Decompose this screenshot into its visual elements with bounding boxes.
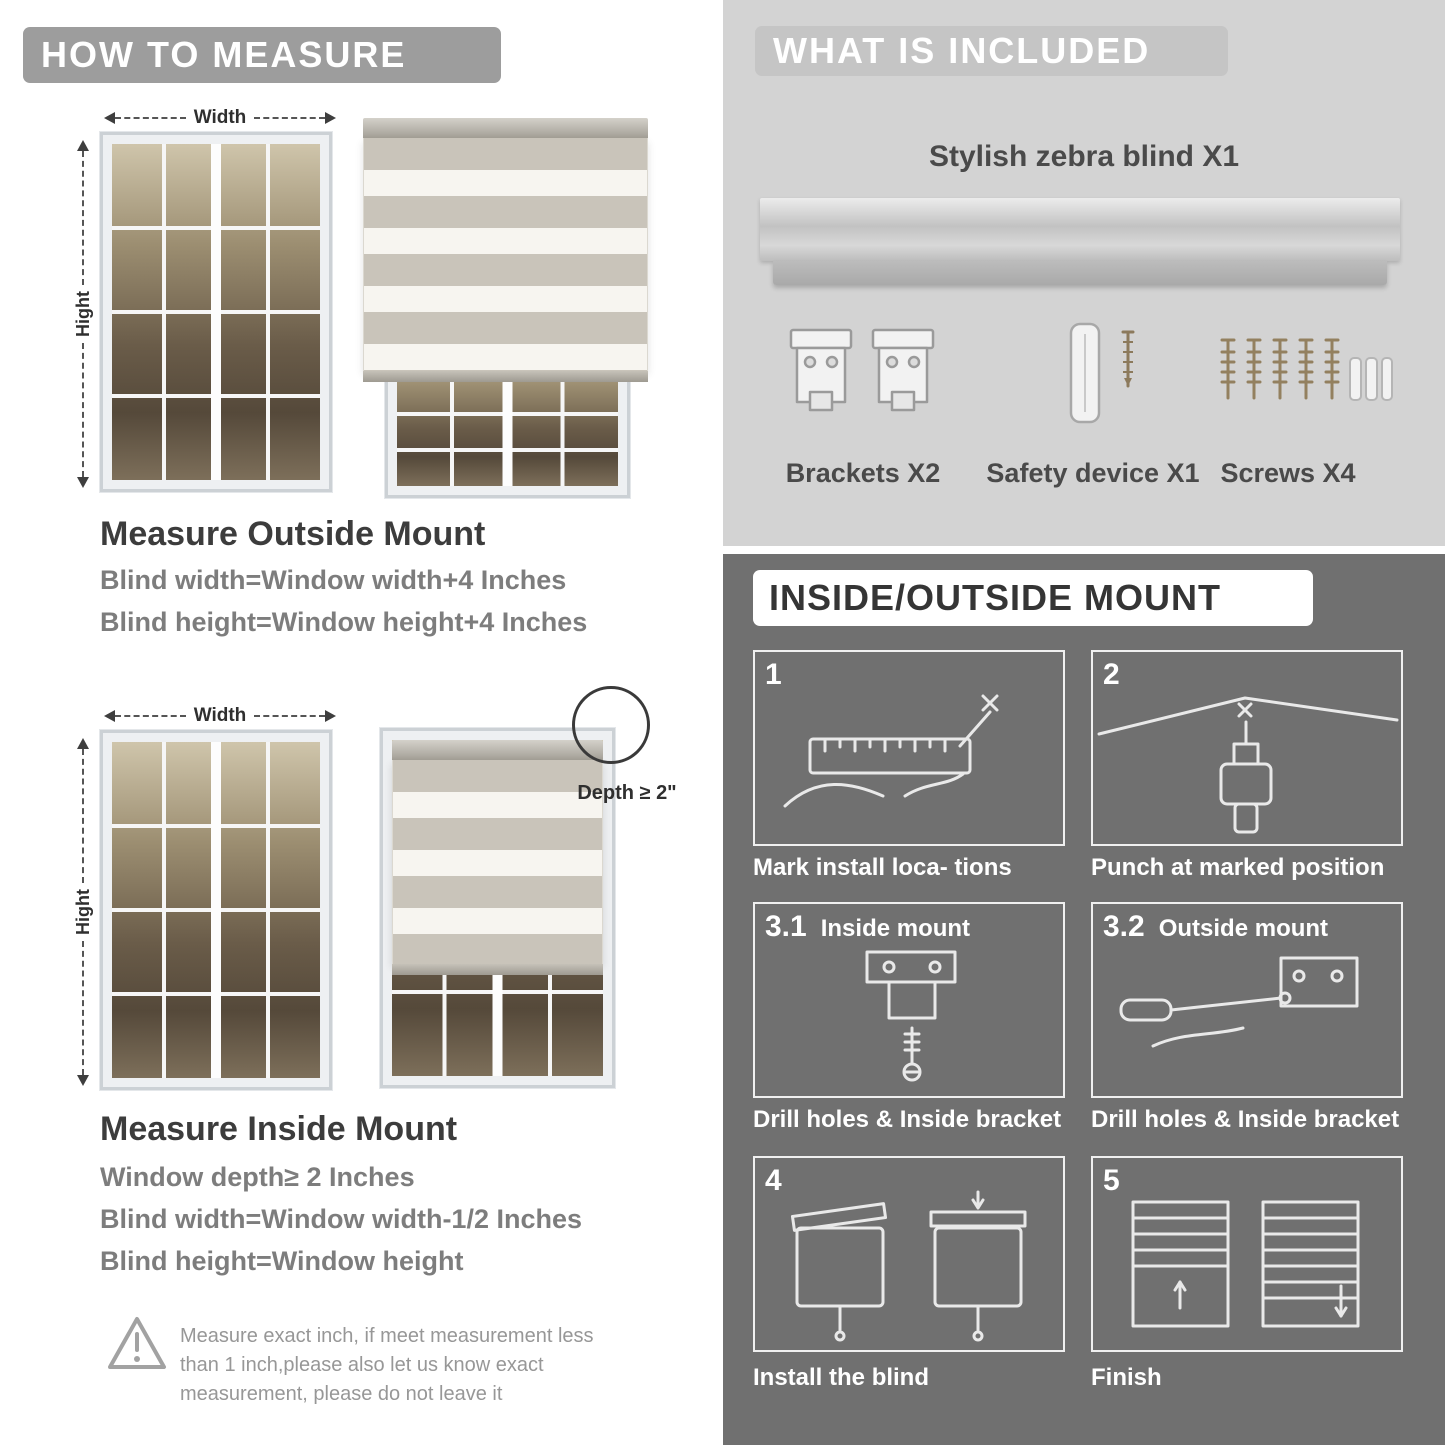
step-box-3-1: 3.1 Inside mount <box>753 902 1065 1098</box>
step-box-3-2: 3.2 Outside mount <box>1091 902 1403 1098</box>
screws-icon <box>1220 338 1393 401</box>
install-blind-illustration <box>790 1190 1027 1342</box>
step-number: 2 <box>1103 658 1120 691</box>
step-box-4: 4 <box>753 1156 1065 1352</box>
dashed-line <box>254 715 325 717</box>
drill-illustration <box>1097 696 1399 834</box>
outside-formula-width: Blind width=Window width+4 Inches <box>100 565 567 595</box>
dashed-line <box>82 941 84 1076</box>
finish-illustration <box>1131 1200 1360 1328</box>
dashed-line <box>254 117 325 119</box>
brackets-icon <box>789 328 935 412</box>
width-label-inside: Width <box>193 705 247 726</box>
safety-device-label: Safety device X1 <box>986 458 1200 488</box>
step-caption-5: Finish <box>1091 1364 1162 1391</box>
outside-bracket-illustration <box>1119 956 1359 1048</box>
outside-mount-title: Measure Outside Mount <box>100 515 486 553</box>
window-illustration-inside <box>100 730 332 1090</box>
step-title: Inside mount <box>820 915 971 942</box>
step-caption-2: Punch at marked position <box>1091 854 1385 881</box>
window-illustration-outside <box>100 132 332 492</box>
product-title: Stylish zebra blind X1 <box>928 140 1240 173</box>
mount-guide-section: INSIDE/OUTSIDE MOUNT 1 Mark install loca… <box>723 554 1445 1445</box>
blind-cassette <box>363 118 648 138</box>
height-arrow-outside: Hight <box>72 140 94 489</box>
blind-stripes <box>363 138 648 371</box>
height-label-outside: Hight <box>72 291 93 337</box>
step-title: Outside mount <box>1158 915 1329 942</box>
dashed-line <box>115 117 186 119</box>
arrowhead-down-icon <box>77 477 89 489</box>
inside-formula-depth: Window depth≥ 2 Inches <box>100 1162 415 1192</box>
inside-formula-width: Blind width=Window width-1/2 Inches <box>100 1204 583 1234</box>
screws-label: Screws X4 <box>1220 458 1356 488</box>
arrowhead-up-icon <box>77 738 89 749</box>
arrowhead-down-icon <box>77 1075 89 1087</box>
blind-bottom-rail <box>392 964 603 975</box>
step-number: 5 <box>1103 1164 1120 1197</box>
height-arrow-inside: Hight <box>72 738 94 1087</box>
step-number: 1 <box>765 658 782 691</box>
step-number: 3.2 <box>1103 910 1145 943</box>
inside-formula-height: Blind height=Window height <box>100 1246 464 1276</box>
arrowhead-left-icon <box>104 112 115 124</box>
arrowhead-up-icon <box>77 140 89 151</box>
arrowhead-left-icon <box>104 710 115 722</box>
blind-illustration-outside <box>363 118 648 498</box>
warning-text: Measure exact inch, if meet measurement … <box>180 1325 594 1405</box>
how-to-measure-section: HOW TO MEASURE Width Hight <box>23 27 677 1405</box>
step-caption-3-2: Drill holes & Inside bracket <box>1091 1106 1400 1133</box>
step-caption-1: Mark install loca- tions <box>753 854 1012 881</box>
safety-device-icon <box>1069 322 1135 424</box>
zebra-blind-inside <box>392 740 603 975</box>
depth-detail-circle <box>572 686 650 764</box>
mark-locations-illustration <box>783 694 999 808</box>
step-number: 4 <box>765 1164 782 1197</box>
headrail-illustration <box>760 198 1400 261</box>
height-label-inside: Hight <box>72 889 93 935</box>
depth-label: Depth ≥ 2" <box>577 782 677 804</box>
dashed-line <box>82 749 84 884</box>
arrowhead-right-icon <box>325 710 336 722</box>
step-caption-4: Install the blind <box>753 1364 930 1391</box>
headrail-lip <box>773 261 1387 285</box>
window-panes <box>112 742 320 1078</box>
arrowhead-right-icon <box>325 112 336 124</box>
step-box-1: 1 <box>753 650 1065 846</box>
what-is-included-section: WHAT IS INCLUDED Stylish zebra blind X1 <box>723 0 1445 546</box>
zebra-blind <box>363 118 648 382</box>
blind-cassette <box>392 740 603 760</box>
inside-mount-title: Measure Inside Mount <box>100 1110 458 1148</box>
what-is-included-header: WHAT IS INCLUDED <box>755 26 1228 76</box>
width-label-outside: Width <box>193 107 247 128</box>
window-panes <box>112 144 320 480</box>
blind-stripes <box>392 760 603 964</box>
step-box-5: 5 <box>1091 1156 1403 1352</box>
step-caption-3-1: Drill holes & Inside bracket <box>753 1106 1062 1133</box>
brackets-label: Brackets X2 <box>785 458 941 488</box>
dashed-line <box>82 151 84 286</box>
dashed-line <box>82 343 84 478</box>
how-to-measure-header: HOW TO MEASURE <box>23 27 501 83</box>
width-arrow-inside: Width <box>104 705 336 726</box>
step-number: 3.1 <box>765 910 807 943</box>
step-box-2: 2 <box>1091 650 1403 846</box>
blind-bottom-rail <box>363 371 648 382</box>
warning-icon <box>108 1317 166 1369</box>
outside-formula-height: Blind height=Window height+4 Inches <box>100 607 588 637</box>
dashed-line <box>115 715 186 717</box>
inside-bracket-illustration <box>865 950 957 1082</box>
mount-guide-header: INSIDE/OUTSIDE MOUNT <box>753 570 1313 626</box>
width-arrow-outside: Width <box>104 107 336 128</box>
blind-illustration-inside <box>380 728 615 1088</box>
